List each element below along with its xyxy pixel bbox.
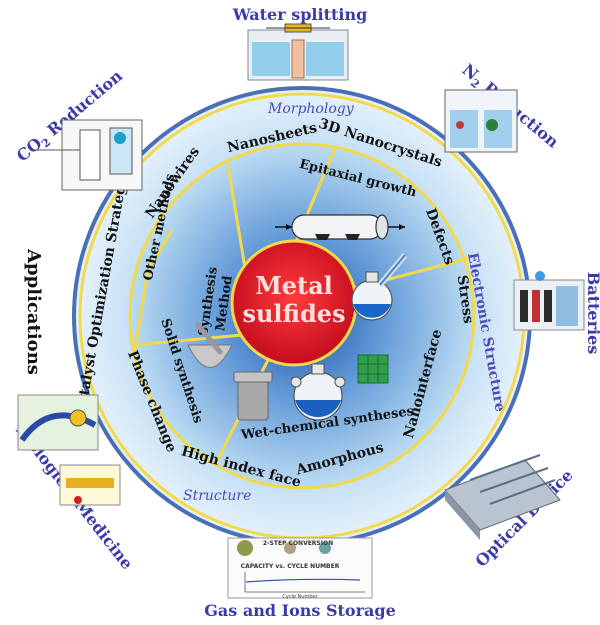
- co2-reduction-illustration: [30, 119, 143, 191]
- autoclave-illustration: [233, 363, 346, 421]
- app-label-water-splitting: Water splitting: [232, 5, 368, 24]
- grid-crystal-illustration: [357, 354, 389, 384]
- storage-inset-title: 2-STEP CONVERSION: [263, 540, 333, 547]
- divider-line: [226, 164, 247, 269]
- gas-storage-illustration: 2-STEP CONVERSION CAPACITY vs. CYCLE NUM…: [227, 537, 373, 600]
- storage-inset-chart-title: CAPACITY vs. CYCLE NUMBER: [241, 563, 340, 570]
- center-title-line2: sulfides: [242, 299, 345, 328]
- app-label-gas-ions-storage: Gas and Ions Storage: [204, 601, 396, 620]
- n2-reduction-illustration: [444, 89, 518, 153]
- storage-inset-xaxis: Cycle Number: [282, 594, 318, 600]
- water-splitting-illustration: [247, 23, 349, 81]
- divider-line: [133, 269, 150, 351]
- center-title-line1: Metal: [255, 271, 333, 300]
- section-label-structure: Structure: [183, 488, 251, 504]
- applications-heading: Applications: [23, 248, 44, 375]
- label-stress: Stress: [454, 274, 477, 324]
- divider-line: [135, 333, 243, 347]
- biological-medicine-illustration: [17, 394, 121, 506]
- app-label-batteries: Batteries: [584, 272, 600, 355]
- batteries-illustration: [513, 271, 585, 331]
- divider-line: [146, 229, 174, 271]
- section-label-morphology: Morphology: [267, 101, 355, 117]
- mortar-illustration: [187, 322, 233, 368]
- optical-device-illustration: [444, 454, 561, 540]
- tube-furnace-illustration: [275, 214, 405, 240]
- flask-illustration: [351, 253, 408, 321]
